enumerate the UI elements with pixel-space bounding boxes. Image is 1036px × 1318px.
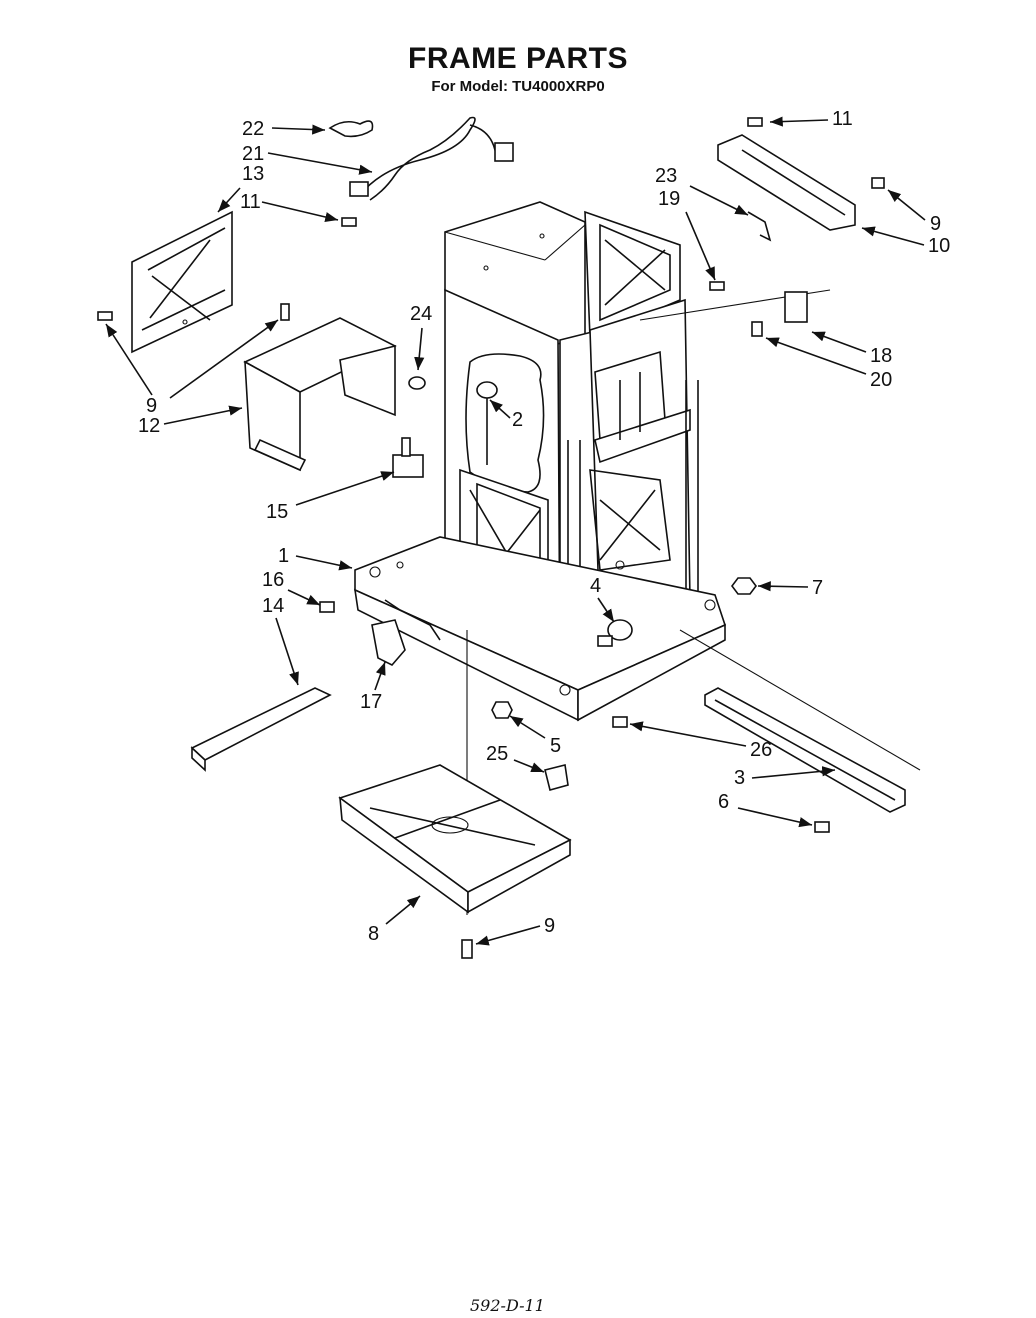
callout-13: 13 [242,163,264,185]
callout-22: 22 [242,118,264,140]
callout-20: 20 [870,369,892,391]
callout-16: 16 [262,569,284,591]
callout-9-right: 9 [930,213,941,235]
callout-24: 24 [410,303,432,325]
callout-9-left: 9 [146,395,157,417]
callout-11-left: 11 [240,191,261,213]
callout-26: 26 [750,739,772,761]
callout-1: 1 [278,545,289,567]
callout-2: 2 [512,409,523,431]
side-panel-13 [131,210,233,354]
drawing-number: 592-D-11 [470,1296,545,1315]
callout-4: 4 [590,575,601,597]
callout-5: 5 [550,735,561,757]
callout-7: 7 [812,577,823,599]
callout-14: 14 [262,595,284,617]
hardware [97,117,885,959]
callout-6: 6 [718,791,729,813]
callout-21: 21 [242,143,264,165]
strain-relief-22 [328,120,374,138]
callout-15: 15 [266,501,288,523]
callout-11-right: 11 [832,108,853,130]
callout-8: 8 [368,923,379,945]
callout-10: 10 [928,235,950,257]
callout-12: 12 [138,415,160,437]
page-subtitle: For Model: TU4000XRP0 [431,78,605,95]
callout-19: 19 [658,188,680,210]
callout-18: 18 [870,345,892,367]
callout-3: 3 [734,767,745,789]
page-title: FRAME PARTS [408,42,628,75]
housing-cover-12 [243,317,397,472]
power-cord-21 [349,116,514,201]
gasket-14 [190,687,332,772]
callout-23: 23 [655,165,677,187]
bottom-tray-8 [338,764,572,914]
callout-17: 17 [360,691,382,713]
callouts: 22 21 13 11 11 9 10 23 19 24 2 18 20 9 1… [105,108,950,946]
callout-9-bottom: 9 [544,915,555,937]
rail-3 [704,687,906,813]
callout-25: 25 [486,743,508,765]
